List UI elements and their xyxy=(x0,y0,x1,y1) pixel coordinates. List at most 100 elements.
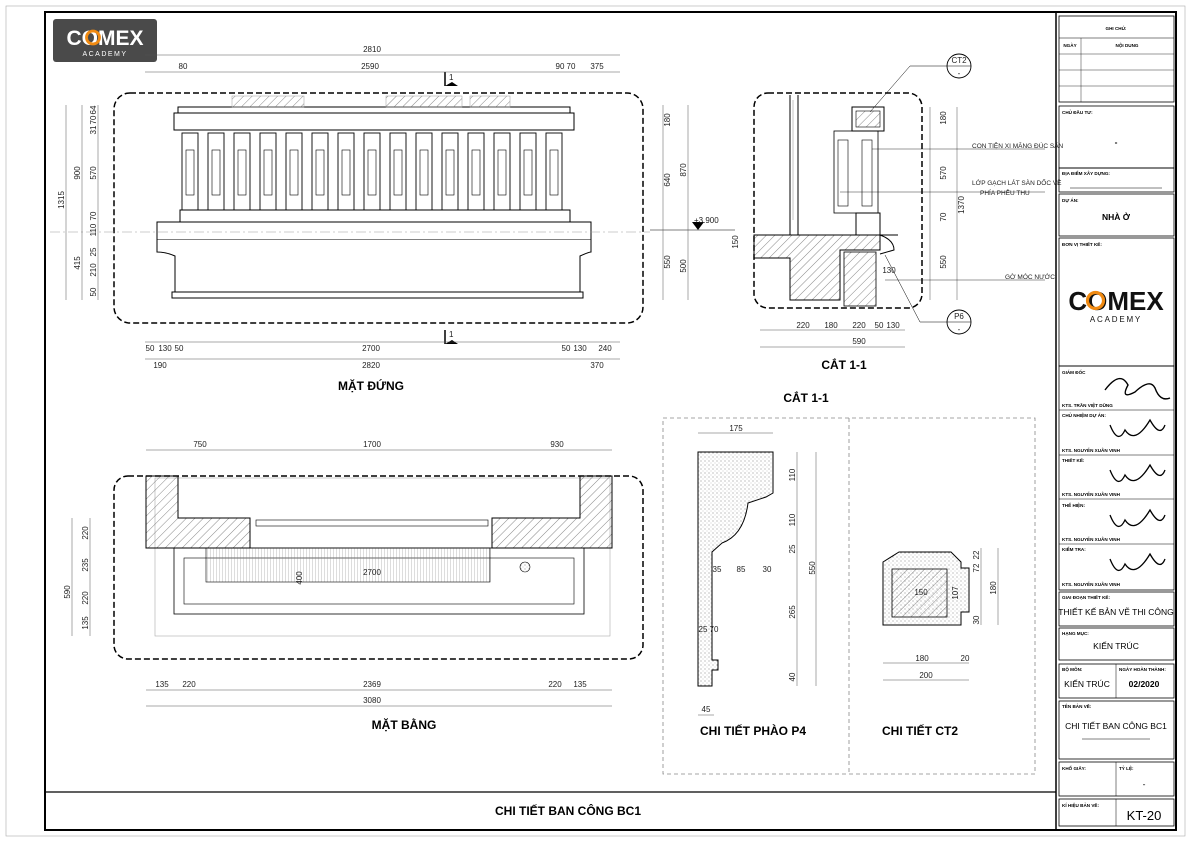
tb-owner-value: - xyxy=(1115,137,1118,147)
signature-director xyxy=(1104,377,1171,400)
sec-dim-590: 590 xyxy=(852,337,866,346)
dim-2810: 2810 xyxy=(363,45,381,54)
tb-site-label: ĐỊA ĐIỂM XÂY DỰNG: xyxy=(1062,170,1110,176)
tb-dept-label: BỘ MÔN: xyxy=(1062,665,1083,672)
dim-80: 80 xyxy=(179,62,188,71)
dim-570: 570 xyxy=(89,166,98,180)
dim-b50: 50 xyxy=(146,344,155,353)
dim-180: 180 xyxy=(663,113,672,127)
sec-dim-220b: 220 xyxy=(852,321,866,330)
ct2-dim-22: 22 xyxy=(972,550,981,559)
note-tiles: LỚP GẠCH LÁT SÀN DỐC VỀ xyxy=(972,177,1062,187)
title-block: GHI CHÚ: NGÀY NỘI DUNG CHỦ ĐẦU TƯ: - ĐỊA… xyxy=(1058,15,1175,827)
sec-dim-220a: 220 xyxy=(796,321,810,330)
outer-border xyxy=(5,5,1186,837)
tb-logo-brand: COMEX xyxy=(1068,286,1164,316)
dim-b130: 130 xyxy=(158,344,172,353)
tb-lead-label: CHỦ NHIỆM DỰ ÁN: xyxy=(1062,411,1106,418)
tag-ct2: CT2 xyxy=(951,56,967,65)
tb-logo-sub: ACADEMY xyxy=(1090,315,1142,324)
baluster-panel xyxy=(211,149,221,196)
baluster xyxy=(259,132,277,211)
baluster xyxy=(389,132,407,211)
level-marker: +3.900 xyxy=(694,216,719,225)
view-title-ct2: CHI TIẾT CT2 xyxy=(882,723,958,738)
section-marker-top: 1 xyxy=(449,73,454,82)
baluster-panel xyxy=(497,149,507,196)
ct2-dim-30: 30 xyxy=(972,615,981,624)
note-tiles-2: PHÍA PHỄU THU xyxy=(980,188,1030,197)
tb-drawing-value: CHI TIẾT BAN CÔNG BC1 xyxy=(1065,721,1167,731)
note-drip: GỜ MÓC NƯỚC xyxy=(1005,272,1055,281)
tb-category-label: HẠNG MỤC: xyxy=(1062,631,1089,636)
plan-dim-2700: 2700 xyxy=(363,568,381,577)
section-marker-bottom: 1 xyxy=(449,330,454,339)
baluster-panel xyxy=(549,149,559,196)
phao-dim-40: 40 xyxy=(788,672,797,681)
dim-64: 64 xyxy=(89,105,98,114)
view-title-section-b: CẮT 1-1 xyxy=(783,390,829,405)
baluster xyxy=(415,132,433,211)
phao-dim-70: 70 xyxy=(710,625,719,634)
tb-lead-name: KTS. NGUYỄN XUÂN VINH xyxy=(1062,447,1121,453)
logo-o-icon xyxy=(85,29,101,46)
baluster xyxy=(493,132,511,211)
sec-dim-130b: 130 xyxy=(882,266,896,275)
signature-check xyxy=(1109,552,1166,571)
dim-500: 500 xyxy=(679,259,688,273)
ct2-dim-200: 200 xyxy=(919,671,933,680)
plan-dim-220b: 220 xyxy=(81,591,90,605)
frame-border xyxy=(44,11,1177,831)
tb-code-label: KÍ HIỆU BẢN VẼ: xyxy=(1062,801,1099,808)
phao-dim-35: 35 xyxy=(713,565,722,574)
logo-badge: COMEX ACADEMY xyxy=(53,19,157,62)
baluster xyxy=(545,132,563,211)
baluster xyxy=(363,132,381,211)
tb-category-value: KIẾN TRÚC xyxy=(1093,641,1139,651)
elevation-view: 1 1 +3.900 2810 80 2590 90 70 375 1315 9… xyxy=(50,45,735,393)
dim-90: 90 xyxy=(556,62,565,71)
view-title-section-a: CẮT 1-1 xyxy=(821,357,867,372)
phao-dim-45: 45 xyxy=(702,705,711,714)
baluster-panel xyxy=(393,149,403,196)
tb-dept-value: KIẾN TRÚC xyxy=(1064,679,1110,689)
signature-lead xyxy=(1109,418,1166,437)
tb-date-label: NGÀY HOÀN THÀNH: xyxy=(1119,666,1166,672)
tb-paper-label: KHỔ GIẤY: xyxy=(1062,765,1086,771)
plan-dim-3080: 3080 xyxy=(363,696,381,705)
view-title-elevation: MẶT ĐỨNG xyxy=(338,378,404,393)
tb-owner-label: CHỦ ĐẦU TƯ: xyxy=(1062,109,1093,115)
plan-dim-2369: 2369 xyxy=(363,680,381,689)
dim-2700: 2700 xyxy=(362,344,380,353)
plan-dim-b220a: 220 xyxy=(182,680,196,689)
phao-dim-110a: 110 xyxy=(788,468,797,481)
dim-31: 31 xyxy=(89,125,98,134)
sec-dim-50: 50 xyxy=(875,321,884,330)
plan-dim-235: 235 xyxy=(81,558,90,572)
sec-dim-1370: 1370 xyxy=(957,196,966,214)
dim-550: 550 xyxy=(663,255,672,269)
dim-870: 870 xyxy=(679,163,688,177)
sec-dim-550: 550 xyxy=(939,255,948,269)
phao-dim-550: 550 xyxy=(808,561,817,575)
phao-dim-25b: 25 xyxy=(699,625,708,634)
dim-375: 375 xyxy=(590,62,604,71)
tb-col-content: NỘI DUNG xyxy=(1116,41,1139,48)
phao-p4-detail: 175 110 110 25 35 85 30 550 265 25 70 40… xyxy=(697,424,817,738)
plan-dim-930: 930 xyxy=(550,440,564,449)
dim-70: 70 xyxy=(567,62,576,71)
dim-900: 900 xyxy=(73,166,82,180)
baluster xyxy=(311,132,329,211)
tb-date-value: 02/2020 xyxy=(1129,679,1160,689)
logo-sub: ACADEMY xyxy=(82,51,127,58)
plan-dim-590: 590 xyxy=(63,585,72,599)
phao-dim-265: 265 xyxy=(788,605,797,619)
baluster xyxy=(181,132,199,211)
tb-scale-label: TỶ LỆ: xyxy=(1119,764,1134,771)
baluster xyxy=(519,132,537,211)
tb-project-value: NHÀ Ở xyxy=(1102,211,1131,222)
baluster-panel xyxy=(289,149,299,196)
baluster xyxy=(337,132,355,211)
tb-designer-label: ĐƠN VỊ THIẾT KẾ: xyxy=(1062,241,1102,247)
dim-70-b: 70 xyxy=(89,211,98,220)
